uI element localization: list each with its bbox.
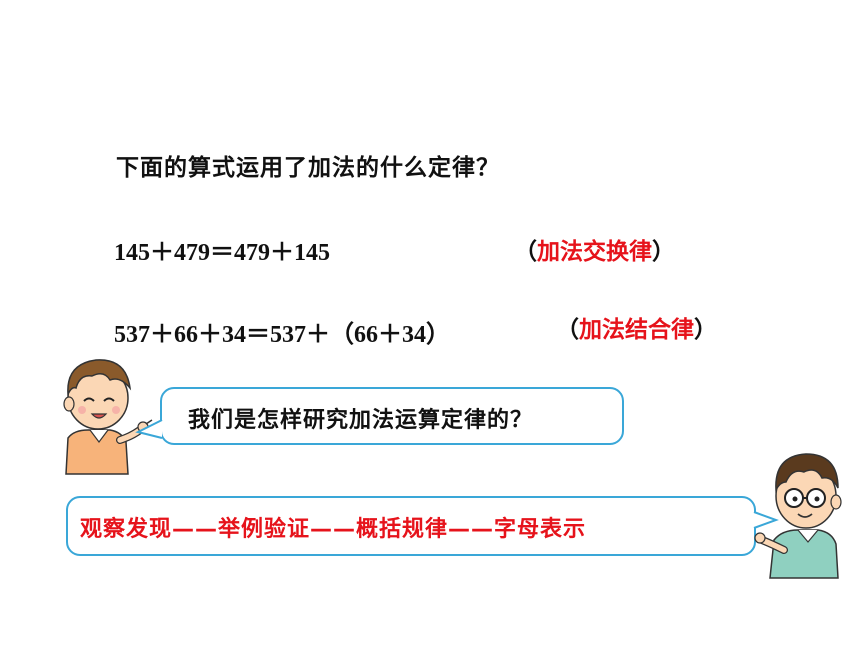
speech-right-text: 观察发现——举例验证——概括规律——字母表示 [80,517,587,542]
speech-bubble-right [66,496,756,556]
law-open-paren: （ [556,317,579,343]
equation-commutative: 145＋479＝479＋145 [114,240,330,266]
speech-bubble-left-tail [135,419,163,439]
speech-left-text: 我们是怎样研究加法运算定律的？ [188,408,534,433]
equation-associative: 537＋66＋34＝537＋（66＋34） [114,322,450,348]
question-text: 下面的算式运用了加法的什么定律？ [116,155,500,181]
law-open-paren: （ [514,239,537,265]
speech-bubble-left [160,387,624,445]
boy-with-glasses-character-right-icon [754,453,842,579]
law-close-paren: ） [652,239,675,265]
law-answer-associative: （加法结合律） [556,310,717,344]
boy-character-left-icon [63,359,153,475]
law-name-associative: 加法结合律 [579,317,694,343]
speech-bubble-right-tail [753,511,779,529]
law-answer-commutative: （加法交换律） [514,232,675,266]
law-close-paren: ） [694,317,717,343]
law-name-commutative: 加法交换律 [537,239,652,265]
